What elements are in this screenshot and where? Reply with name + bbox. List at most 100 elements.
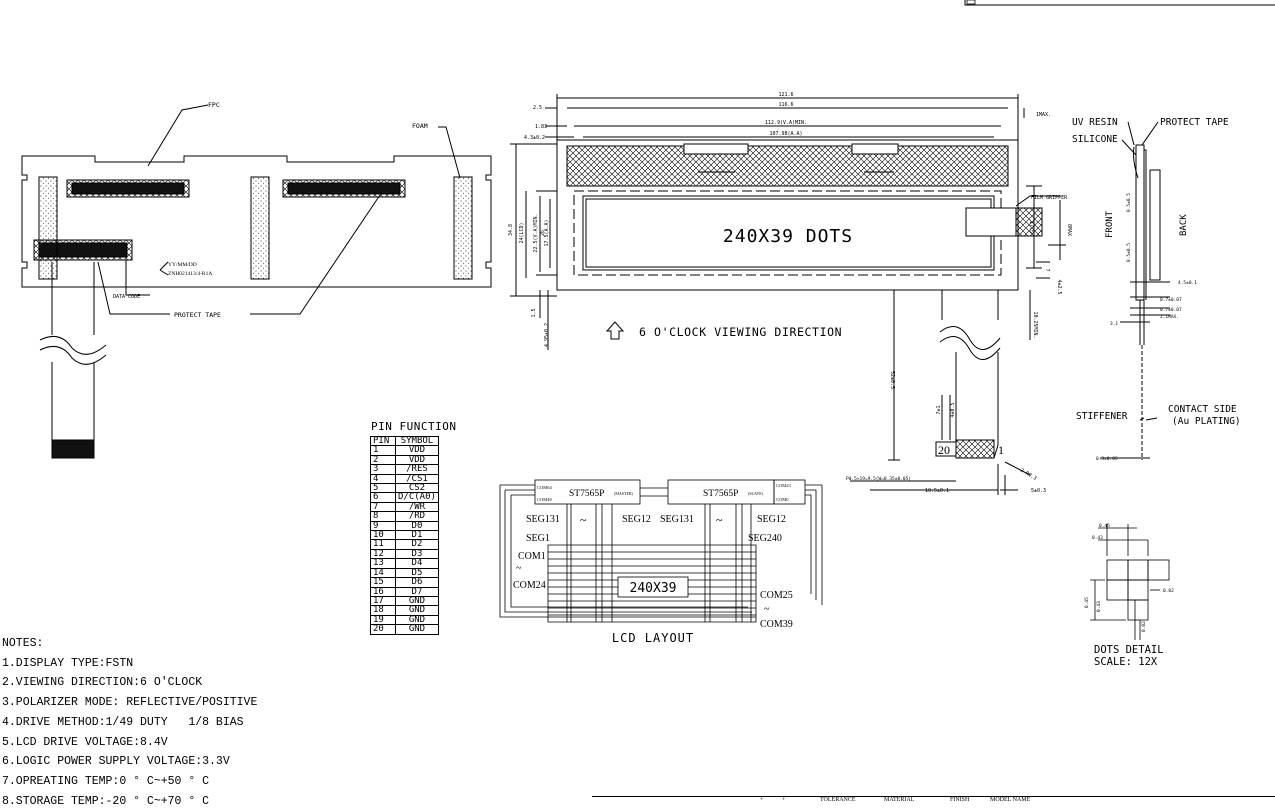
uv-resin-label: UV RESIN <box>1072 117 1118 128</box>
pin-1-label: 1 <box>998 443 1004 457</box>
notes-header: NOTES: <box>2 637 44 650</box>
pin-number: 20 <box>370 624 396 635</box>
pin-function-title: PIN FUNCTION <box>371 420 457 433</box>
pin-symbol: /RD <box>395 511 439 522</box>
dim-13: 26 <box>540 230 546 236</box>
chip1-tag: (MASTER) <box>614 491 634 496</box>
dim-17: 4±2.5 <box>1056 279 1062 294</box>
tilde-4: ~ <box>764 604 770 615</box>
side-dim-b: 0.5±0.5 <box>1126 243 1132 262</box>
dots-dim-043v: 0.43 <box>1096 601 1102 612</box>
side-dim-f: 2.1MAX. <box>1160 314 1179 320</box>
dots-dim-045: 0.45 <box>1099 523 1110 529</box>
dim-21: 52±0.5 <box>889 371 895 389</box>
film-gripper-label: FILM GRIPPER <box>1031 195 1068 201</box>
dim-14: 17.5 <box>1028 221 1034 233</box>
seg12-a-label: SEG12 <box>622 514 651 525</box>
pin-symbol: GND <box>395 624 439 635</box>
dim-27: 2-R0.3 <box>1019 468 1038 482</box>
seg240-label: SEG240 <box>748 533 782 544</box>
title-block: + + TOLERANCE MATERIAL FINISH MODEL NAME <box>592 796 1275 805</box>
side-dim-c: 4.5±0.1 <box>1178 280 1197 286</box>
dots-dim-002v: 0.02 <box>1141 621 1147 632</box>
pin-symbol: D2 <box>395 539 439 550</box>
contact-side-label: CONTACT SIDE <box>1168 404 1237 415</box>
side-dim-a: 0.5±0.5 <box>1126 193 1132 212</box>
stiffener-label: STIFFENER <box>1076 411 1128 422</box>
lcd-layout-center: 240X39 <box>630 581 677 596</box>
dim-19: 4.95±0.2 <box>544 323 550 347</box>
com1-label: COM1 <box>518 551 546 562</box>
protect-tape-label: PROTECT TAPE <box>174 311 221 319</box>
com39-label: COM39 <box>760 619 793 630</box>
dim-12: 17.5(A.A) <box>544 219 550 246</box>
dim-22: 7±1 <box>936 405 942 414</box>
note-item: 5.LCD DRIVE VOLTAGE:8.4V <box>2 735 168 749</box>
chip2-tag: (SLAVE) <box>748 491 764 496</box>
table-row: 4/CS1 <box>370 473 439 485</box>
side-dim-h: 0.3±0.05 <box>1096 456 1118 462</box>
pin-number: 3 <box>370 464 396 475</box>
dim-8: 1MAX. <box>1036 112 1051 118</box>
display-text: 240X39 DOTS <box>723 226 853 247</box>
code-line-2: ZNH021413/4-R1A <box>168 271 212 277</box>
dim-24: P0.5×19=9.5(W=0.35±0.05) <box>846 476 911 482</box>
silicone-label: SILICONE <box>1072 134 1118 145</box>
dots-dim-002: 0.02 <box>1163 588 1174 594</box>
contact-plating-label: (Au PLATING) <box>1172 416 1241 427</box>
dots-detail-diagram <box>1090 524 1170 640</box>
dim-7: 4.3±0.2 <box>524 135 545 141</box>
seg131-a-label: SEG131 <box>526 514 560 525</box>
dim-23: 4±0.5 <box>950 402 956 417</box>
note-item: 7.OPREATING TEMP:0 ° C~+50 ° C <box>2 774 210 788</box>
front-view <box>510 94 1066 495</box>
pin-symbol: /RES <box>395 464 439 475</box>
pin-symbol: D6 <box>395 577 439 588</box>
lcd-layout-diagram <box>499 479 823 623</box>
table-header-row: PIN SYMBOL <box>370 435 439 447</box>
tilde-2: ~ <box>716 513 723 527</box>
dim-18: 1.5 <box>531 308 537 317</box>
side-view <box>1100 121 1170 460</box>
note-item: 6.LOGIC POWER SUPPLY VOLTAGE:3.3V <box>2 755 230 769</box>
pin-symbol: D4 <box>395 558 439 569</box>
com0-label: COM0 <box>776 497 789 502</box>
viewing-direction-label: 6 O'CLOCK VIEWING DIRECTION <box>639 325 842 339</box>
dim-6: 1.83 <box>535 124 547 130</box>
dim-2: 116.6 <box>778 102 793 108</box>
corner-frame <box>964 0 1275 6</box>
back-label: BACK <box>1179 214 1189 236</box>
header-pin: PIN <box>370 435 396 447</box>
com64-label: COM64 <box>537 485 553 490</box>
dim-25: 10.5±0.1 <box>925 488 949 494</box>
pin-number: 13 <box>370 558 396 569</box>
note-item: 8.STORAGE TEMP:-20 ° C~+70 ° C <box>2 794 210 808</box>
side-dim-d: 0.7±0.07 <box>1160 297 1182 303</box>
dim-10: 24(LCD) <box>519 222 525 243</box>
foam-label: FOAM <box>412 122 428 130</box>
pin-number: 11 <box>370 539 396 550</box>
dim-20: 10.25MIN. <box>1032 311 1038 338</box>
chip2-name: ST7565P <box>703 489 738 499</box>
com24-label: COM24 <box>513 580 546 591</box>
pin-symbol: VDD <box>395 445 439 456</box>
table-row: 7/WR <box>370 501 439 513</box>
code-line-1: YY/MM/DD <box>168 262 197 268</box>
material-label: MATERIAL <box>884 797 915 803</box>
note-item: 4.DRIVE METHOD:1/49 DUTY 1/8 BIAS <box>2 715 244 729</box>
front-label: FRONT <box>1105 210 1115 238</box>
data-code-label: DATA CODE <box>113 294 140 300</box>
seg1-label: SEG1 <box>526 533 550 544</box>
pin-number: 16 <box>370 586 396 597</box>
dots-detail-scale: SCALE: 12X <box>1094 656 1158 668</box>
